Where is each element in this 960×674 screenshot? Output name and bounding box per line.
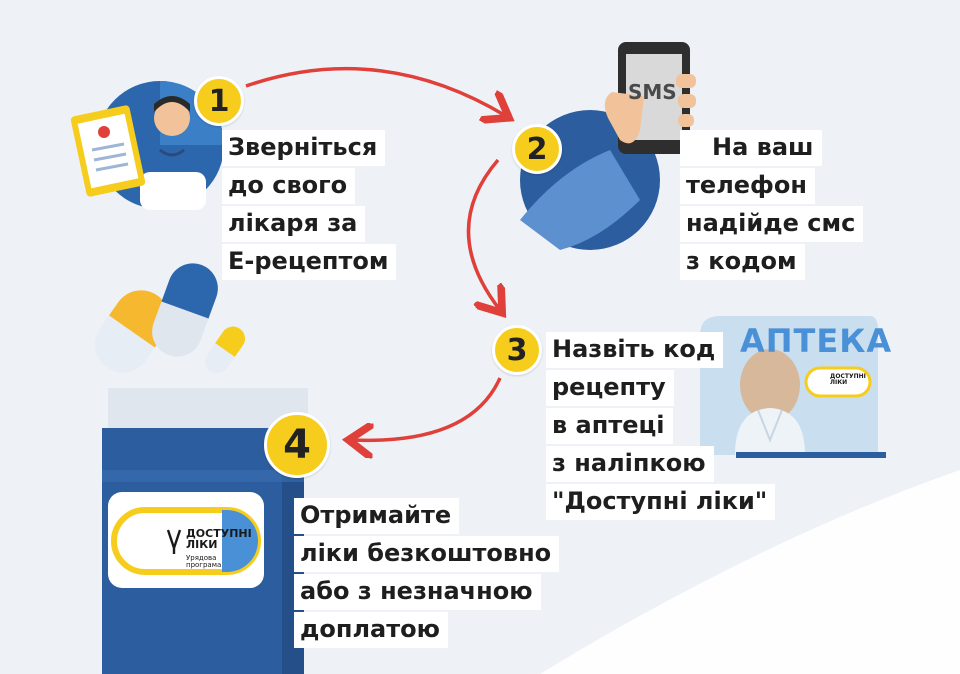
brand-title: ДОСТУПНІ ЛІКИ <box>186 528 252 550</box>
pharmacy-brand-title: ДОСТУПНІ ЛІКИ <box>830 374 866 386</box>
brand-title-line-1: ДОСТУПНІ <box>186 527 252 540</box>
step-4-line-2: ліки безкоштовно <box>294 536 560 572</box>
step-3-line-1: Назвіть код <box>546 332 724 368</box>
medicine-jar-illustration <box>102 388 308 674</box>
pharmacy-illustration <box>700 316 886 458</box>
flow-arrows <box>245 66 506 441</box>
doctor-illustration <box>70 81 224 210</box>
step-4-line-4: доплатою <box>294 612 448 648</box>
step-2-badge: 2 <box>512 124 562 174</box>
step-3-line-3: в аптеці <box>546 408 673 444</box>
step-4-line-1: Отримайте <box>294 498 460 534</box>
step-3-text: Назвіть код рецепту в аптеці з наліпкою … <box>546 332 776 522</box>
brand-subtitle-line-2: програма <box>186 561 222 569</box>
step-4-badge: 4 <box>264 412 330 478</box>
step-3-line-2: рецепту <box>546 370 674 406</box>
step-2-text: На ваш телефон надійде смс з кодом <box>680 130 864 282</box>
step-1-line-4: Е-рецептом <box>222 244 397 280</box>
step-4-line-3: або з незначною <box>294 574 541 610</box>
brand-subtitle-line-1: Урядова <box>186 554 217 562</box>
step-1-badge: 1 <box>194 76 244 126</box>
pharmacy-brand-line-2: ЛІКИ <box>830 379 848 386</box>
phone-illustration <box>520 42 696 250</box>
step-1-line-3: лікаря за <box>222 206 366 242</box>
step-1-line-2: до свого <box>222 168 356 204</box>
step-3-line-5: "Доступні ліки" <box>546 484 776 520</box>
step-1-text: Зверніться до свого лікаря за Е-рецептом <box>222 130 397 282</box>
step-1-line-1: Зверніться <box>222 130 386 166</box>
step-4-text: Отримайте ліки безкоштовно або з незначн… <box>294 498 560 650</box>
brand-subtitle: Урядова програма <box>186 555 221 569</box>
step-2-line-3: надійде смс <box>680 206 864 242</box>
step-2-line-4: з кодом <box>680 244 805 280</box>
step-2-line-1: На ваш <box>680 130 822 166</box>
step-3-line-4: з наліпкою <box>546 446 714 482</box>
phone-screen-text: SMS <box>628 80 677 104</box>
pills-illustration <box>94 263 246 374</box>
step-2-line-2: телефон <box>680 168 815 204</box>
pharmacy-brand-line-1: ДОСТУПНІ <box>830 373 866 380</box>
brand-title-line-2: ЛІКИ <box>186 538 218 551</box>
pharmacy-sign: АПТЕКА <box>740 322 893 360</box>
step-3-badge: 3 <box>492 325 542 375</box>
